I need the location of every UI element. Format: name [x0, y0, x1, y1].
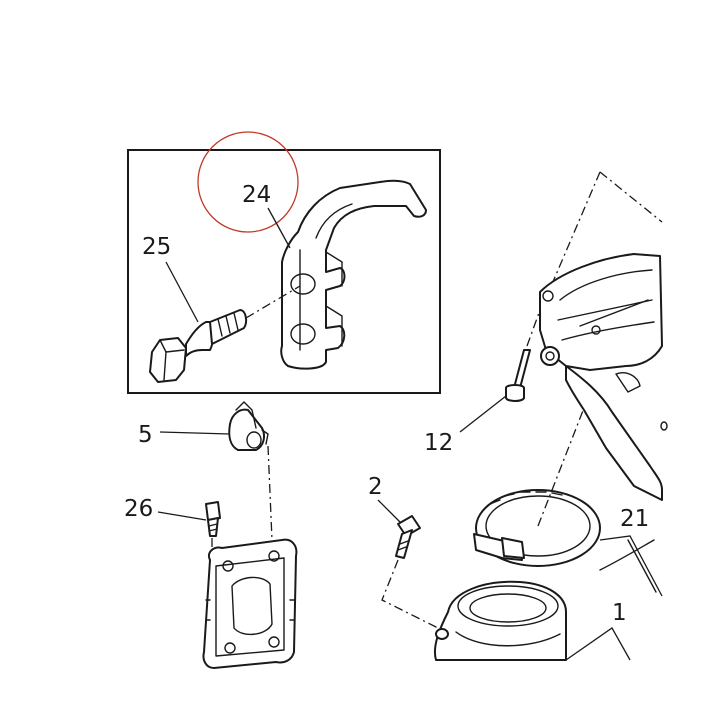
leader-2	[377, 499, 401, 523]
screw-12-axis-line	[526, 309, 541, 347]
clip-part-5[interactable]	[228, 401, 269, 451]
callout-25: 25	[142, 234, 171, 260]
callout-24: 24	[242, 182, 271, 208]
screw-2-axis-line	[381, 559, 447, 633]
leader-25	[165, 261, 199, 323]
callout-12: 12	[424, 430, 453, 456]
callout-5: 5	[138, 422, 153, 448]
leader-5	[159, 431, 231, 435]
bracket-part-24[interactable]	[280, 179, 427, 370]
callout-21: 21	[620, 506, 649, 532]
leader-24	[267, 207, 291, 249]
screw-part-12[interactable]	[505, 349, 531, 402]
manifold-edge	[627, 539, 657, 593]
intake-elbow-part-1[interactable]	[434, 580, 567, 661]
leader-21	[599, 535, 663, 597]
screw-part-2[interactable]	[395, 515, 421, 559]
highlight-circle	[197, 131, 299, 233]
throttle-body-part[interactable]	[539, 253, 668, 501]
callout-2: 2	[368, 474, 383, 500]
clip-axis-line	[267, 445, 273, 541]
callout-26: 26	[124, 496, 153, 522]
detail-inset-frame	[127, 149, 441, 394]
screw-part-26[interactable]	[205, 501, 221, 537]
hose-clamp-part-21[interactable]	[473, 489, 601, 567]
leader-1	[565, 627, 631, 661]
callout-1: 1	[612, 600, 627, 626]
bolt-axis-line	[245, 285, 301, 319]
elbow-seam	[599, 539, 655, 571]
gasket-part[interactable]	[202, 538, 298, 669]
clamp-axis-line	[537, 407, 585, 527]
bolt-part-25[interactable]	[149, 309, 248, 383]
leader-26	[157, 511, 207, 521]
assembly-boundary-upper	[539, 171, 663, 313]
leader-12	[459, 395, 507, 433]
